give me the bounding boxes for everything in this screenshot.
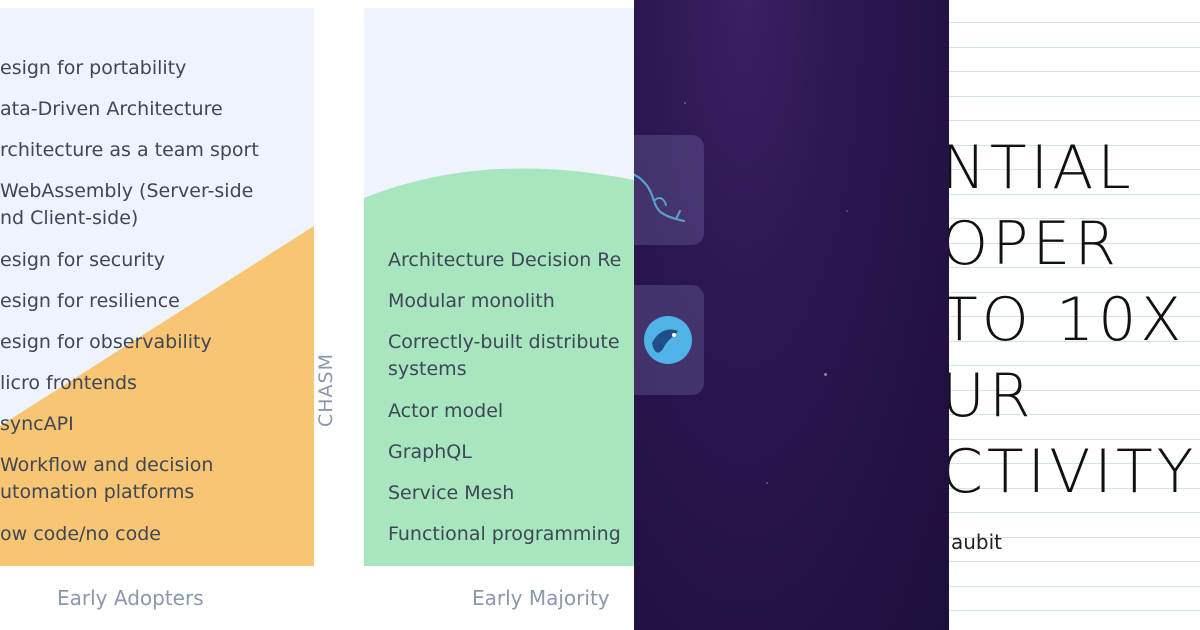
cover-author: aubit — [951, 530, 1003, 554]
ruled-line — [949, 414, 1200, 415]
star-dot — [684, 102, 686, 104]
list-item: licro frontends — [0, 372, 137, 394]
ruled-line — [949, 47, 1200, 48]
list-item: nd Client-side) — [0, 207, 139, 229]
star-dot — [846, 210, 848, 212]
segment-label-early-adopters: Early Adopters — [57, 586, 204, 610]
chasm-label: CHASM — [315, 352, 337, 428]
early-adopters-fill — [0, 226, 314, 566]
mariadb-seal-icon — [644, 316, 692, 364]
ruled-line — [949, 316, 1200, 317]
ruled-line — [949, 512, 1200, 513]
list-item: esign for observability — [0, 331, 212, 353]
ruled-line — [949, 169, 1200, 170]
list-item: utomation platforms — [0, 481, 195, 503]
segment-label-early-majority: Early Majority — [472, 586, 610, 610]
list-item: ow code/no code — [0, 523, 161, 545]
ruled-line — [949, 243, 1200, 244]
ruled-line — [949, 218, 1200, 219]
list-item: esign for portability — [0, 57, 187, 79]
mysql-dolphin-icon — [634, 173, 685, 222]
ruled-line — [949, 463, 1200, 464]
ruled-line — [949, 610, 1200, 611]
list-item: Correctly-built distribute — [388, 331, 620, 353]
list-item: Workflow and decision — [0, 454, 214, 476]
list-item: WebAssembly (Server-side — [0, 180, 254, 202]
cover-title-line: TO 10X — [949, 285, 1186, 355]
adoption-curve-panel: esign for portability ata-Driven Archite… — [0, 8, 634, 610]
cover-title-line: UR — [949, 361, 1035, 431]
ruled-line — [949, 561, 1200, 562]
list-item: GraphQL — [388, 441, 472, 463]
list-item: ata-Driven Architecture — [0, 98, 223, 120]
ruled-line — [949, 537, 1200, 538]
list-item: Architecture Decision Re — [388, 249, 622, 271]
ruled-line — [949, 96, 1200, 97]
ruled-line — [949, 390, 1200, 391]
list-item: rchitecture as a team sport — [0, 139, 259, 161]
early-majority-column: Architecture Decision Re Modular monolit… — [364, 8, 634, 566]
app-tile-mysql[interactable] — [634, 135, 704, 245]
ruled-line — [949, 341, 1200, 342]
cover-title-line: NTIAL — [949, 133, 1135, 203]
list-item: esign for resilience — [0, 290, 180, 312]
ruled-line — [949, 267, 1200, 268]
ruled-line — [949, 586, 1200, 587]
ruled-line — [949, 71, 1200, 72]
ruled-line — [949, 194, 1200, 195]
cover-title-line: OPER — [949, 209, 1121, 279]
ruled-line — [949, 488, 1200, 489]
ruled-line — [949, 365, 1200, 366]
list-item: syncAPI — [0, 413, 74, 435]
ruled-line — [949, 145, 1200, 146]
star-dot — [824, 373, 827, 376]
app-screen-panel — [634, 0, 949, 630]
list-item: Functional programming — [388, 523, 621, 545]
book-cover-panel: NTIAL OPER TO 10X UR CTIVITY aubit — [949, 0, 1200, 630]
ruled-line — [949, 292, 1200, 293]
early-adopters-column: esign for portability ata-Driven Archite… — [0, 8, 314, 566]
list-item: Modular monolith — [388, 290, 555, 312]
list-item: Actor model — [388, 400, 504, 422]
list-item: systems — [388, 358, 467, 380]
ruled-line — [949, 120, 1200, 121]
ruled-line — [949, 439, 1200, 440]
app-tile-mariadb[interactable] — [634, 285, 704, 395]
ruled-line — [949, 22, 1200, 23]
list-item: esign for security — [0, 249, 166, 271]
list-item: Service Mesh — [388, 482, 515, 504]
early-majority-fill — [364, 168, 634, 566]
cover-title-line: CTIVITY — [949, 437, 1198, 507]
star-dot — [766, 482, 768, 484]
